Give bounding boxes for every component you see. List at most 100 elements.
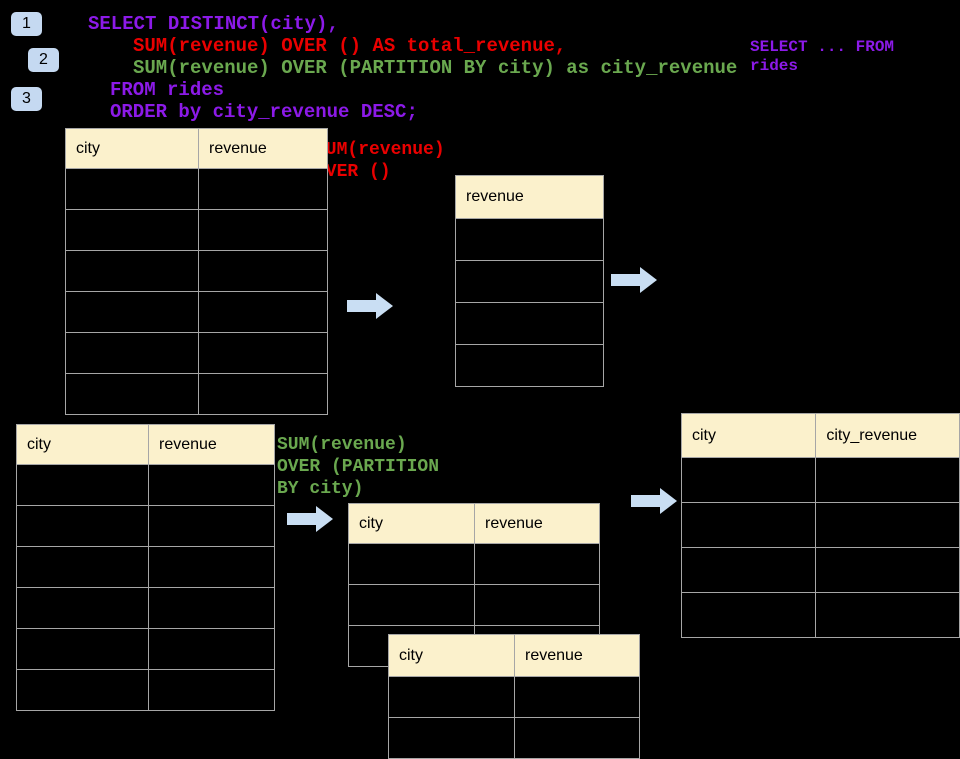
empty-cell	[455, 260, 604, 303]
column-header: city_revenue	[815, 413, 960, 458]
empty-cell	[198, 373, 328, 415]
arrow-shaft	[611, 274, 640, 286]
column-header: revenue	[474, 503, 600, 544]
slide-canvas: 1 2 3 SELECT DISTINCT(city), SUM(revenue…	[11, 12, 960, 759]
empty-cell	[680, 547, 817, 593]
empty-cell	[388, 676, 515, 718]
empty-cell	[680, 502, 817, 548]
empty-cell	[148, 669, 275, 711]
empty-cell	[16, 669, 149, 711]
empty-cell	[348, 543, 475, 585]
sql-line-sum-partition: SUM(revenue) OVER (PARTITION BY city) as…	[133, 57, 738, 79]
empty-cell	[65, 373, 199, 415]
table-row	[16, 587, 275, 629]
arrow-head	[376, 293, 393, 319]
table-row	[16, 464, 275, 506]
arrow-shaft	[631, 495, 660, 507]
table-row	[16, 669, 275, 711]
empty-cell	[198, 209, 328, 251]
empty-cell	[198, 168, 328, 210]
empty-cell	[514, 676, 640, 718]
empty-cell	[148, 464, 275, 506]
arrow-head	[316, 506, 333, 532]
empty-cell	[16, 628, 149, 670]
empty-cell	[65, 291, 199, 333]
empty-cell	[455, 302, 604, 345]
arrow-head	[640, 267, 657, 293]
annotation-total-line-1: SUM(revenue)	[315, 140, 445, 160]
table-row	[348, 584, 600, 626]
step-badge-1: 1	[11, 12, 42, 36]
empty-cell	[16, 587, 149, 629]
empty-cell	[16, 546, 149, 588]
empty-cell	[388, 717, 515, 759]
empty-cell	[65, 250, 199, 292]
empty-cell	[815, 547, 960, 593]
sql-line-sum-total: SUM(revenue) OVER () AS total_revenue,	[133, 35, 567, 57]
arrow-right-icon	[611, 267, 657, 293]
column-header: revenue	[455, 175, 604, 219]
empty-cell	[815, 592, 960, 638]
table-row	[348, 543, 600, 585]
table-revenue-only: revenue	[455, 175, 604, 387]
column-header: city	[65, 128, 199, 169]
table-row	[455, 344, 604, 387]
table-row	[65, 250, 328, 292]
table-row	[16, 628, 275, 670]
empty-cell	[680, 457, 817, 503]
sql-line-select: SELECT DISTINCT(city),	[88, 13, 339, 35]
side-note-line-1: SELECT ... FROM	[750, 38, 895, 56]
table-row	[680, 547, 960, 593]
table-row	[680, 502, 960, 548]
column-header: city	[16, 424, 149, 465]
arrow-head	[660, 488, 677, 514]
arrow-right-icon	[287, 506, 333, 532]
table-row	[16, 505, 275, 547]
empty-cell	[455, 218, 604, 261]
annotation-partition-line-3: BY city)	[277, 479, 364, 499]
empty-cell	[815, 457, 960, 503]
step-badge-2: 2	[28, 48, 59, 72]
arrow-shaft	[347, 300, 376, 312]
empty-cell	[815, 502, 960, 548]
empty-cell	[348, 584, 475, 626]
empty-cell	[514, 717, 640, 759]
side-note-line-2: rides	[750, 57, 799, 75]
empty-cell	[65, 332, 199, 374]
table-row	[455, 260, 604, 303]
empty-cell	[198, 332, 328, 374]
table-row	[65, 209, 328, 251]
column-header: revenue	[514, 634, 640, 677]
table-row	[455, 302, 604, 345]
empty-cell	[65, 209, 199, 251]
table-row	[65, 168, 328, 210]
table-row	[65, 332, 328, 374]
sql-line-order: ORDER by city_revenue DESC;	[110, 101, 418, 123]
empty-cell	[148, 546, 275, 588]
sql-line-from: FROM rides	[110, 79, 225, 101]
arrow-shaft	[287, 513, 316, 525]
annotation-partition-line-2: OVER (PARTITION	[277, 457, 440, 477]
table-row	[455, 218, 604, 261]
empty-cell	[65, 168, 199, 210]
empty-cell	[455, 344, 604, 387]
empty-cell	[474, 543, 600, 585]
arrow-right-icon	[347, 293, 393, 319]
column-header: city	[348, 503, 475, 544]
table-row	[680, 592, 960, 638]
table-row	[65, 291, 328, 333]
empty-cell	[16, 505, 149, 547]
annotation-partition-line-1: SUM(revenue)	[277, 435, 407, 455]
column-header: revenue	[198, 128, 328, 169]
empty-cell	[680, 592, 817, 638]
table-row	[388, 676, 640, 718]
